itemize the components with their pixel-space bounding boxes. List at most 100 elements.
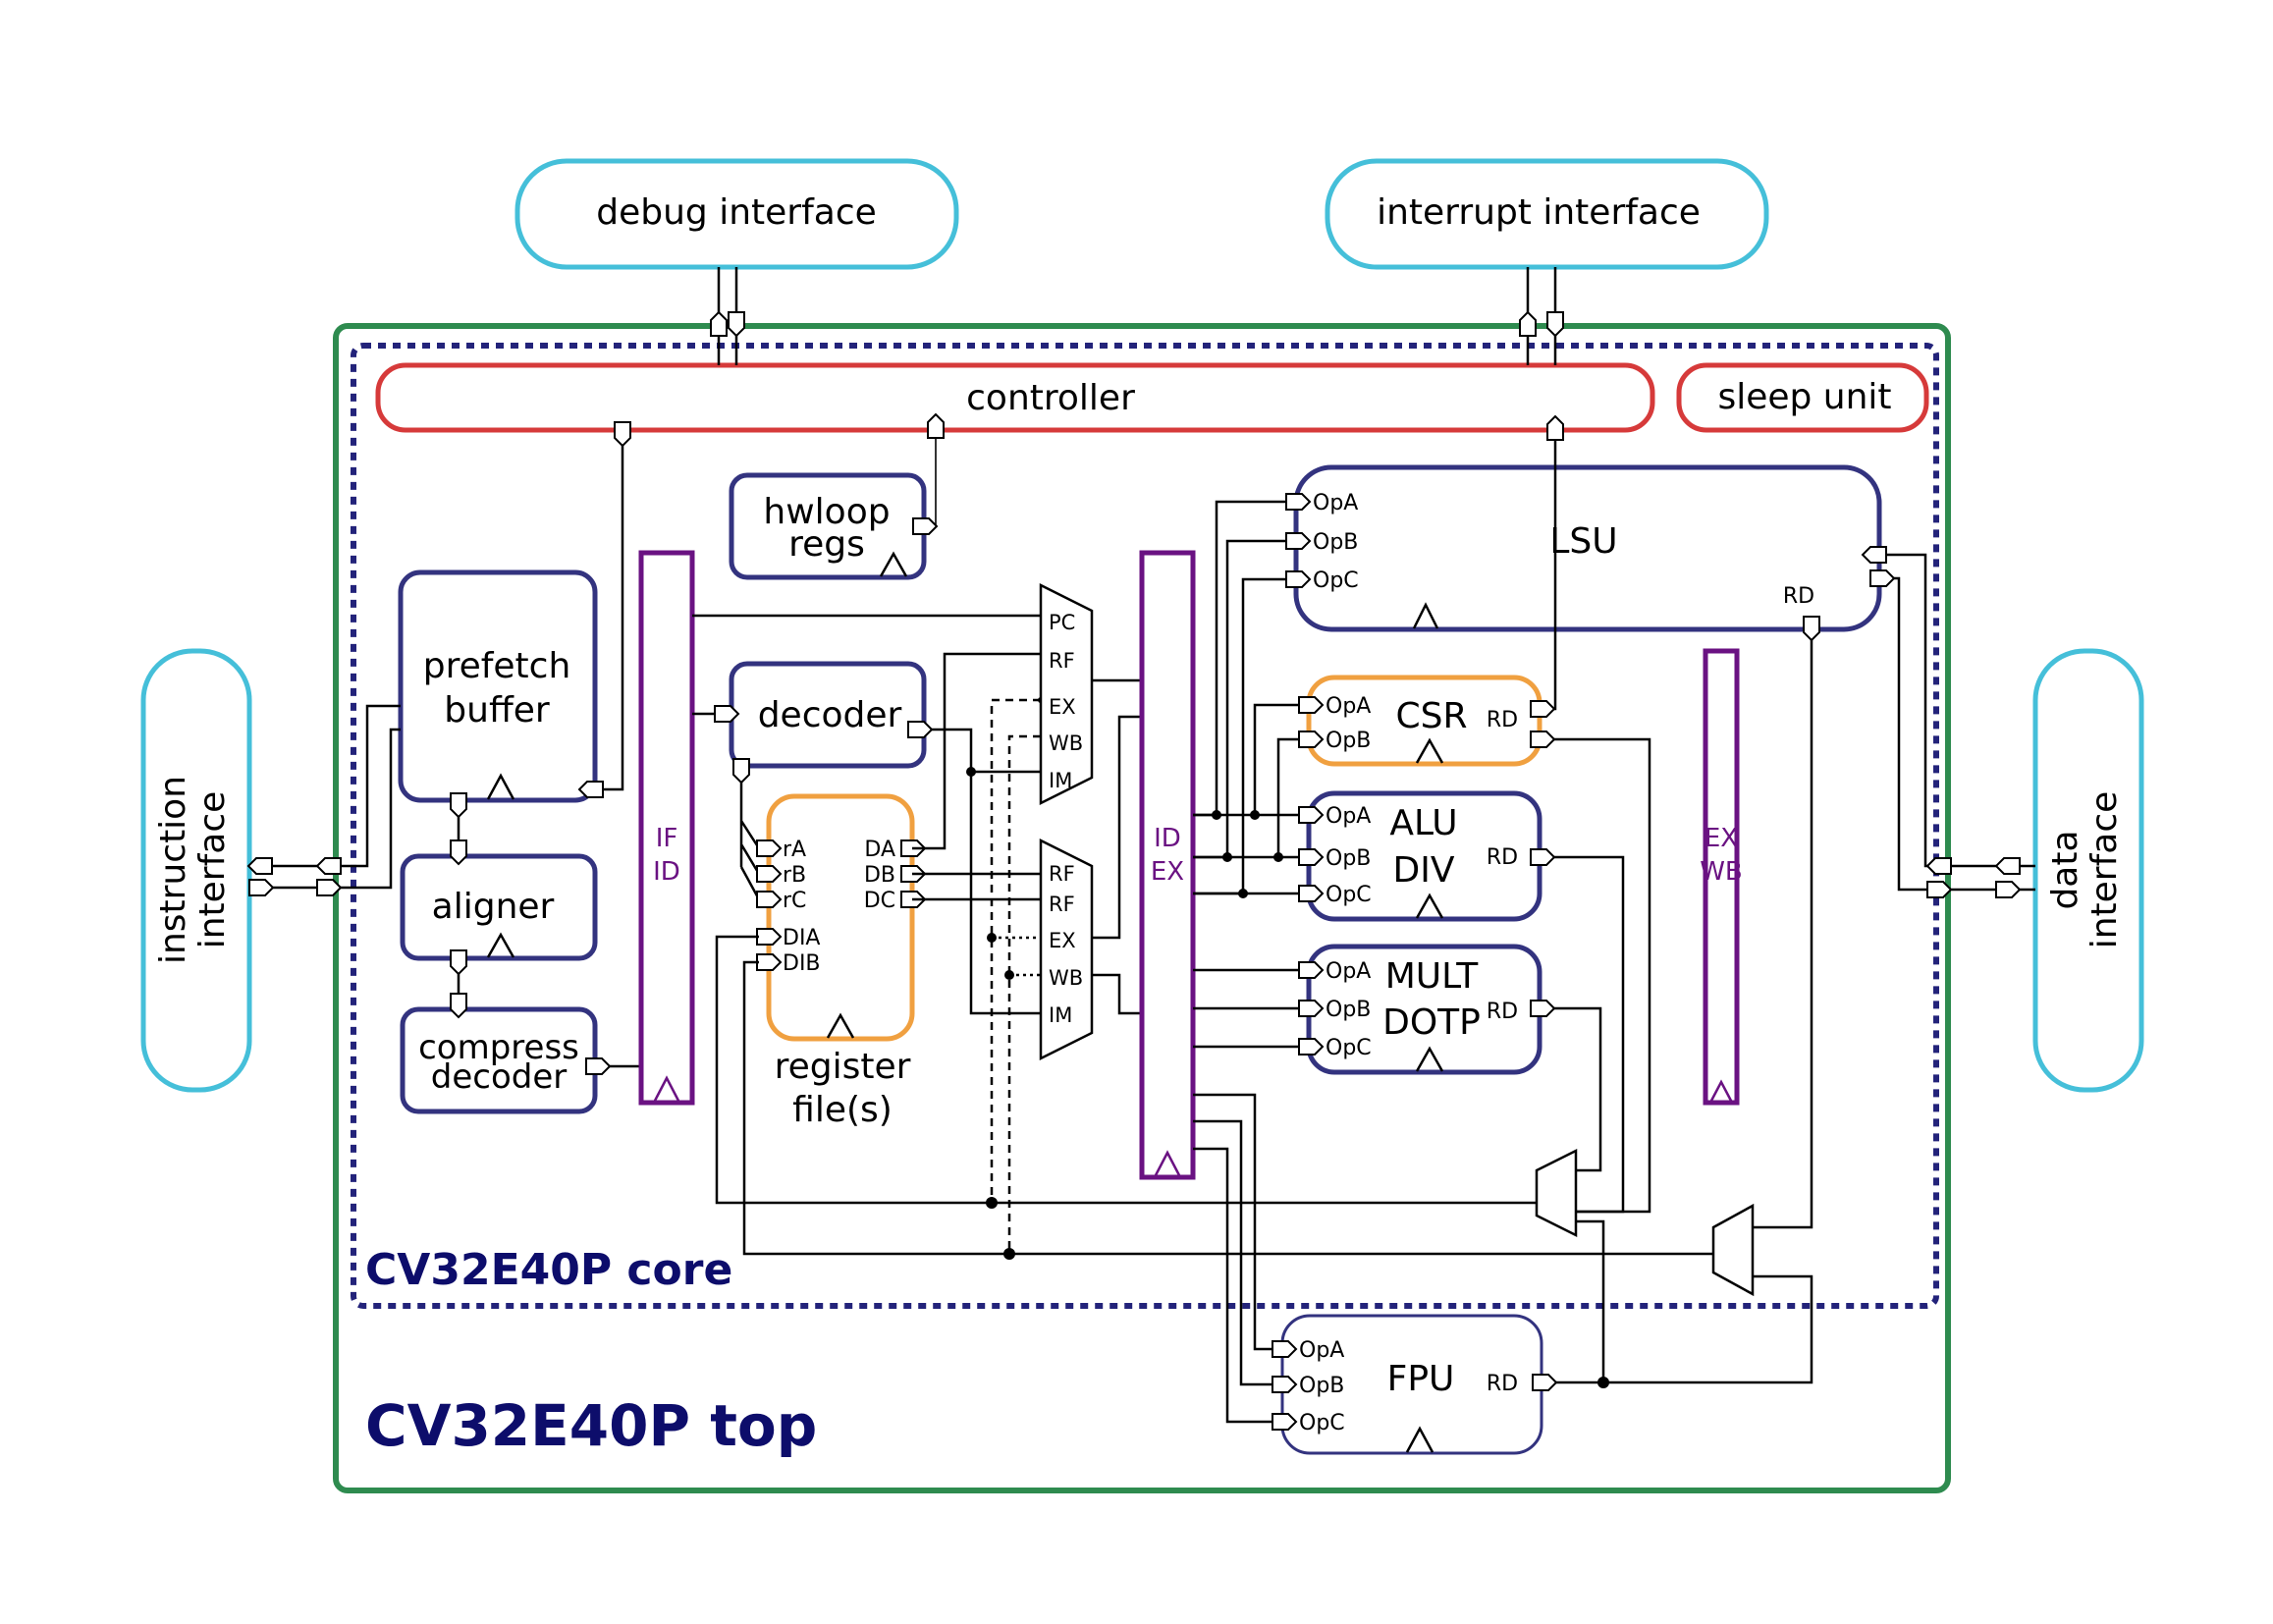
mux-b-input-ex: EX — [1049, 929, 1076, 952]
fpu-block[interactable]: FPU RD — [1280, 1314, 1543, 1455]
data-interface[interactable]: data interface — [2032, 648, 2144, 1093]
mux-a-input-wb: WB — [1049, 731, 1083, 755]
csr-block[interactable]: CSR RD — [1306, 675, 1542, 767]
hwloop-label-1: hwloop — [763, 492, 890, 532]
prefetch-label-1: prefetch — [423, 646, 571, 686]
register-file-port-label-dib: DIB — [783, 951, 821, 976]
id-ex-pipeline-register[interactable]: ID EX — [1139, 550, 1196, 1180]
fpu-port-label-opb: OpB — [1299, 1374, 1344, 1398]
hwloop-label-2: regs — [788, 524, 865, 565]
instruction-interface-label-2: interface — [192, 791, 233, 949]
clock-icon — [1415, 1046, 1444, 1072]
csr-port-label-opa: OpA — [1326, 694, 1371, 719]
register-file-port-label-db: DB — [864, 863, 895, 888]
mult-port-label-opb: OpB — [1326, 998, 1371, 1022]
hwloop-regs-block[interactable]: hwloop regs — [729, 472, 927, 580]
instruction-interface[interactable]: instruction interface — [140, 648, 252, 1093]
mult-port-label-opa: OpA — [1326, 959, 1371, 984]
clock-icon — [653, 1075, 680, 1102]
data-interface-label-1: data — [2045, 830, 2085, 909]
register-file-label-1: register — [775, 1047, 911, 1087]
debug-interface[interactable]: debug interface — [514, 158, 959, 270]
clock-icon — [826, 1012, 855, 1039]
alu-label: ALU — [1389, 803, 1457, 843]
debug-controller-wires — [710, 267, 745, 365]
lsu-port-label-opa: OpA — [1313, 491, 1358, 515]
lsu-port-label-opb: OpB — [1313, 530, 1358, 555]
mux-a-input-pc: PC — [1049, 611, 1075, 634]
controller-block[interactable]: controller — [375, 362, 1655, 433]
compress-label-2: decoder — [431, 1057, 567, 1097]
interrupt-interface-label: interrupt interface — [1377, 192, 1701, 233]
mux-a-input-rf: RF — [1049, 649, 1075, 673]
cv32e40p-core-border — [351, 343, 1939, 1309]
writeback-mux-b — [1711, 1203, 1755, 1297]
fpu-port-label-opa: OpA — [1299, 1338, 1344, 1363]
operand-mux-a: PC RF EX WB IM — [1039, 582, 1094, 806]
register-file-port-label-da: DA — [864, 838, 895, 862]
mux-b-input-rf: RF — [1049, 862, 1075, 886]
mux-b-input-wb: WB — [1049, 966, 1083, 990]
ex-wb-pipeline-register[interactable]: EX WB — [1700, 648, 1743, 1106]
lsu-port-label-opc: OpC — [1313, 568, 1359, 593]
ex-wb-label-1: EX — [1705, 824, 1738, 853]
aligner-label: aligner — [432, 887, 555, 927]
register-file-port-label-ra: rA — [783, 838, 806, 862]
div-label: DIV — [1393, 850, 1455, 891]
prefetch-label-2: buffer — [444, 690, 550, 731]
clock-icon — [486, 932, 515, 958]
lsu-rd-label: RD — [1783, 584, 1814, 609]
prefetch-buffer-block[interactable]: prefetch buffer — [398, 569, 598, 803]
lsu-block[interactable]: LSU RD — [1293, 464, 1882, 632]
interrupt-interface[interactable]: interrupt interface — [1325, 158, 1769, 270]
controller-label: controller — [966, 378, 1135, 418]
register-file-label-2: file(s) — [792, 1090, 893, 1130]
alu-rd-label: RD — [1487, 845, 1518, 870]
mult-label: MULT — [1385, 956, 1480, 997]
mux-a-input-ex: EX — [1049, 695, 1076, 719]
interrupt-controller-wires — [1519, 267, 1564, 365]
id-ex-label-1: ID — [1154, 824, 1181, 853]
ex-wb-label-2: WB — [1700, 857, 1743, 887]
register-file-port-label-rb: rB — [783, 863, 806, 888]
mult-rd-label: RD — [1487, 1000, 1518, 1024]
csr-rd-label: RD — [1487, 708, 1518, 732]
mult-port-label-opc: OpC — [1326, 1036, 1372, 1060]
alu-port-label-opb: OpB — [1326, 846, 1371, 871]
core-title: CV32E40P core — [365, 1245, 732, 1295]
if-id-label-1: IF — [656, 824, 678, 853]
decoder-label: decoder — [758, 695, 902, 735]
fpu-port-label-opc: OpC — [1299, 1411, 1345, 1435]
clock-icon — [1415, 737, 1444, 764]
register-file-port-label-rc: rC — [783, 889, 806, 913]
clock-icon — [1154, 1150, 1181, 1176]
mux-b-input-rf: RF — [1049, 893, 1075, 916]
csr-port-label-opb: OpB — [1326, 729, 1371, 753]
cv32e40p-top-border — [333, 323, 1951, 1493]
decoder-block[interactable]: decoder — [729, 661, 927, 769]
writeback-mux-a — [1535, 1148, 1578, 1238]
fpu-label: FPU — [1387, 1359, 1455, 1399]
if-id-pipeline-register[interactable]: IF ID — [638, 550, 695, 1106]
clock-icon — [1415, 893, 1444, 919]
lsu-label: LSU — [1549, 521, 1617, 562]
instruction-interface-label-1: instruction — [153, 776, 193, 964]
compress-decoder-block[interactable]: compress decoder — [400, 1006, 598, 1114]
if-id-label-2: ID — [653, 857, 680, 887]
mux-a-input-im: IM — [1049, 769, 1072, 792]
mux-b-input-im: IM — [1049, 1003, 1072, 1027]
alu-port-label-opa: OpA — [1326, 804, 1371, 829]
register-file-port-label-dia: DIA — [783, 926, 820, 950]
operand-mux-b: RF RF EX WB IM — [1039, 838, 1094, 1061]
mult-dotp-block[interactable]: MULT DOTP RD — [1306, 944, 1542, 1075]
top-title: CV32E40P top — [365, 1392, 817, 1459]
alu-port-label-opc: OpC — [1326, 883, 1372, 907]
sleep-unit-block[interactable]: sleep unit — [1676, 362, 1929, 433]
dotp-label: DOTP — [1382, 1002, 1481, 1043]
csr-label: CSR — [1395, 696, 1467, 736]
aligner-block[interactable]: aligner — [400, 853, 598, 961]
register-file-block[interactable]: register file(s) — [766, 793, 915, 1130]
